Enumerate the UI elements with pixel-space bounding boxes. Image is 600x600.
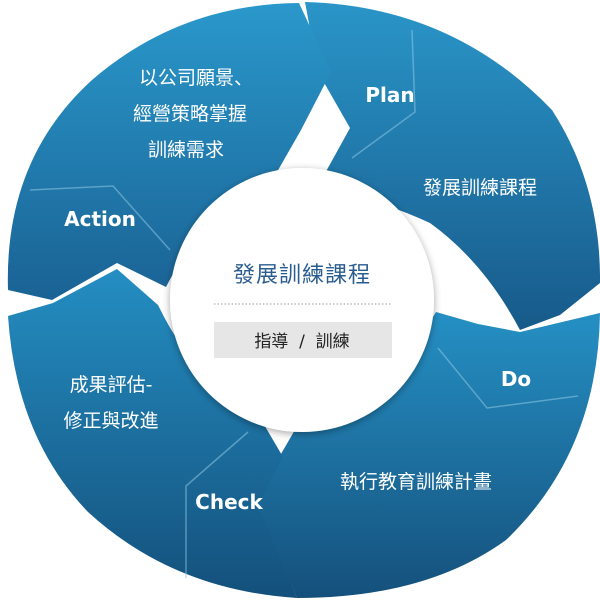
segment-plan — [305, 2, 600, 330]
check-accent-line — [185, 431, 249, 578]
check-line-1: 成果評估- — [70, 374, 153, 396]
do-title: Do — [501, 367, 531, 391]
action-line-3: 訓練需求 — [148, 139, 224, 161]
plan-line-1: 發展訓練課程 — [423, 177, 537, 199]
plan-title: Plan — [365, 83, 414, 107]
check-line-2: 修正與改進 — [63, 410, 158, 432]
segment-check — [8, 269, 297, 598]
center-subtitle: 指導 / 訓練 — [254, 332, 349, 352]
center-title: 發展訓練課程 — [233, 263, 371, 288]
action-line-1: 以公司願景、 — [139, 67, 253, 89]
action-line-2: 經營策略掌握 — [133, 103, 247, 125]
segment-do — [255, 312, 600, 598]
center-subtitle-box — [214, 322, 392, 358]
do-line-1: 執行教育訓練計畫 — [340, 471, 492, 493]
center-circle — [170, 168, 434, 432]
action-accent-line — [29, 185, 171, 251]
plan-accent-line — [351, 29, 416, 159]
action-title: Action — [64, 207, 136, 231]
segment-action — [7, 3, 332, 300]
do-accent-line — [437, 347, 579, 409]
check-title: Check — [195, 490, 263, 514]
